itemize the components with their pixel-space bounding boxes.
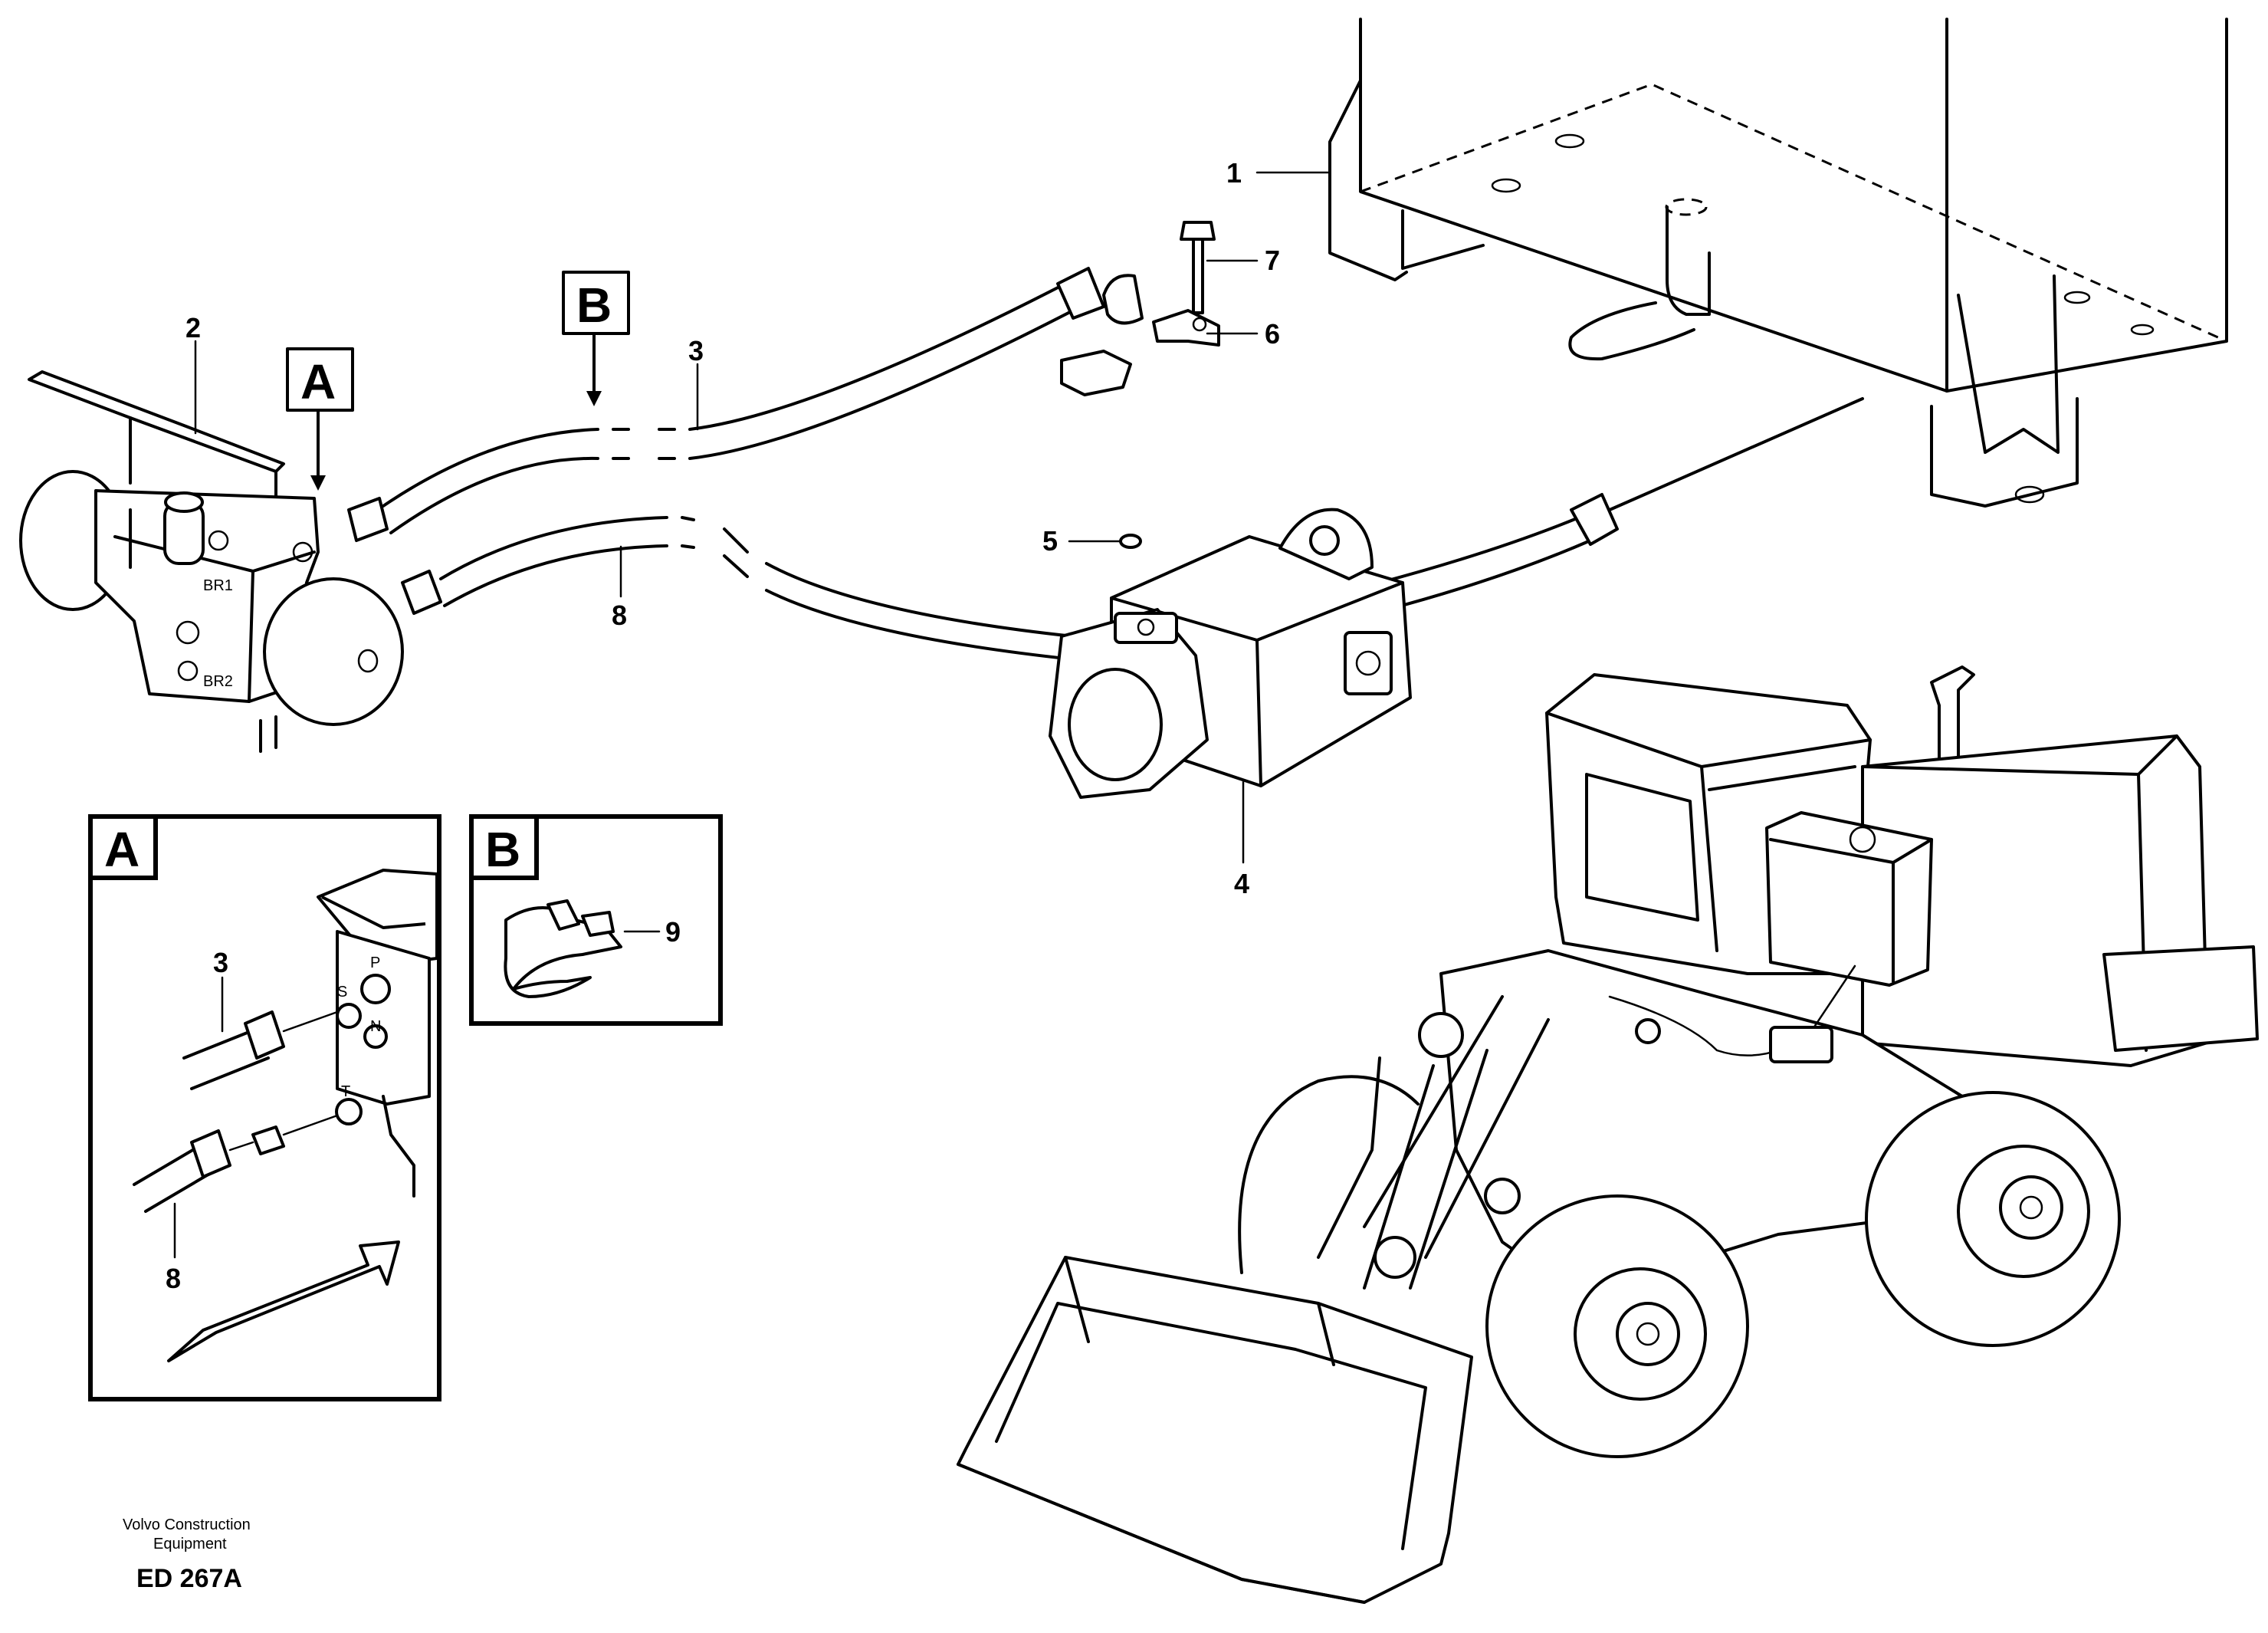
suction-line [1378, 397, 1864, 611]
callout-8: 8 [612, 600, 627, 631]
detail-flag-a: A [286, 347, 354, 491]
inset-a-title: A [104, 822, 139, 877]
callout-2: 2 [185, 312, 201, 343]
callout-7: 7 [1265, 245, 1280, 276]
inset-b-callout-9: 9 [665, 916, 681, 948]
inset-a-callout-3: 3 [213, 947, 228, 978]
svg-text:B: B [576, 278, 612, 333]
callout-4: 4 [1234, 868, 1249, 899]
inset-a-callout-8: 8 [166, 1263, 181, 1294]
leader-lines [194, 171, 1331, 864]
port-label-s: S [337, 984, 347, 1001]
port-label-br2: BR2 [203, 673, 233, 690]
port-label-t: T [341, 1083, 350, 1100]
detail-flag-b: B [562, 271, 630, 406]
wheel-loader [957, 665, 2259, 1604]
hose-3 [347, 267, 1144, 542]
callout-6: 6 [1265, 318, 1280, 350]
svg-text:A: A [300, 354, 336, 409]
brake-valve: BR1 BR2 [19, 370, 404, 753]
inset-a: A P S N T 3 8 [88, 814, 441, 1401]
callout-1: 1 [1226, 157, 1242, 189]
hydraulic-tank [1328, 18, 2228, 508]
maker-name-line1: Volvo Construction [123, 1516, 251, 1533]
callout-3: 3 [688, 335, 704, 366]
o-ring [1119, 534, 1142, 549]
maker-name-line2: Equipment [153, 1536, 227, 1552]
hydraulic-pump [1049, 508, 1412, 799]
hose-8 [401, 516, 1075, 661]
inset-b: B 9 [469, 814, 723, 1026]
callout-5: 5 [1042, 525, 1058, 557]
illustration-code: ED 267A [136, 1564, 242, 1593]
port-label-p: P [370, 955, 380, 971]
clamp-and-screw [1060, 221, 1220, 396]
port-label-br1: BR1 [203, 577, 233, 594]
inset-b-title: B [485, 822, 520, 877]
port-label-n: N [370, 1018, 381, 1035]
